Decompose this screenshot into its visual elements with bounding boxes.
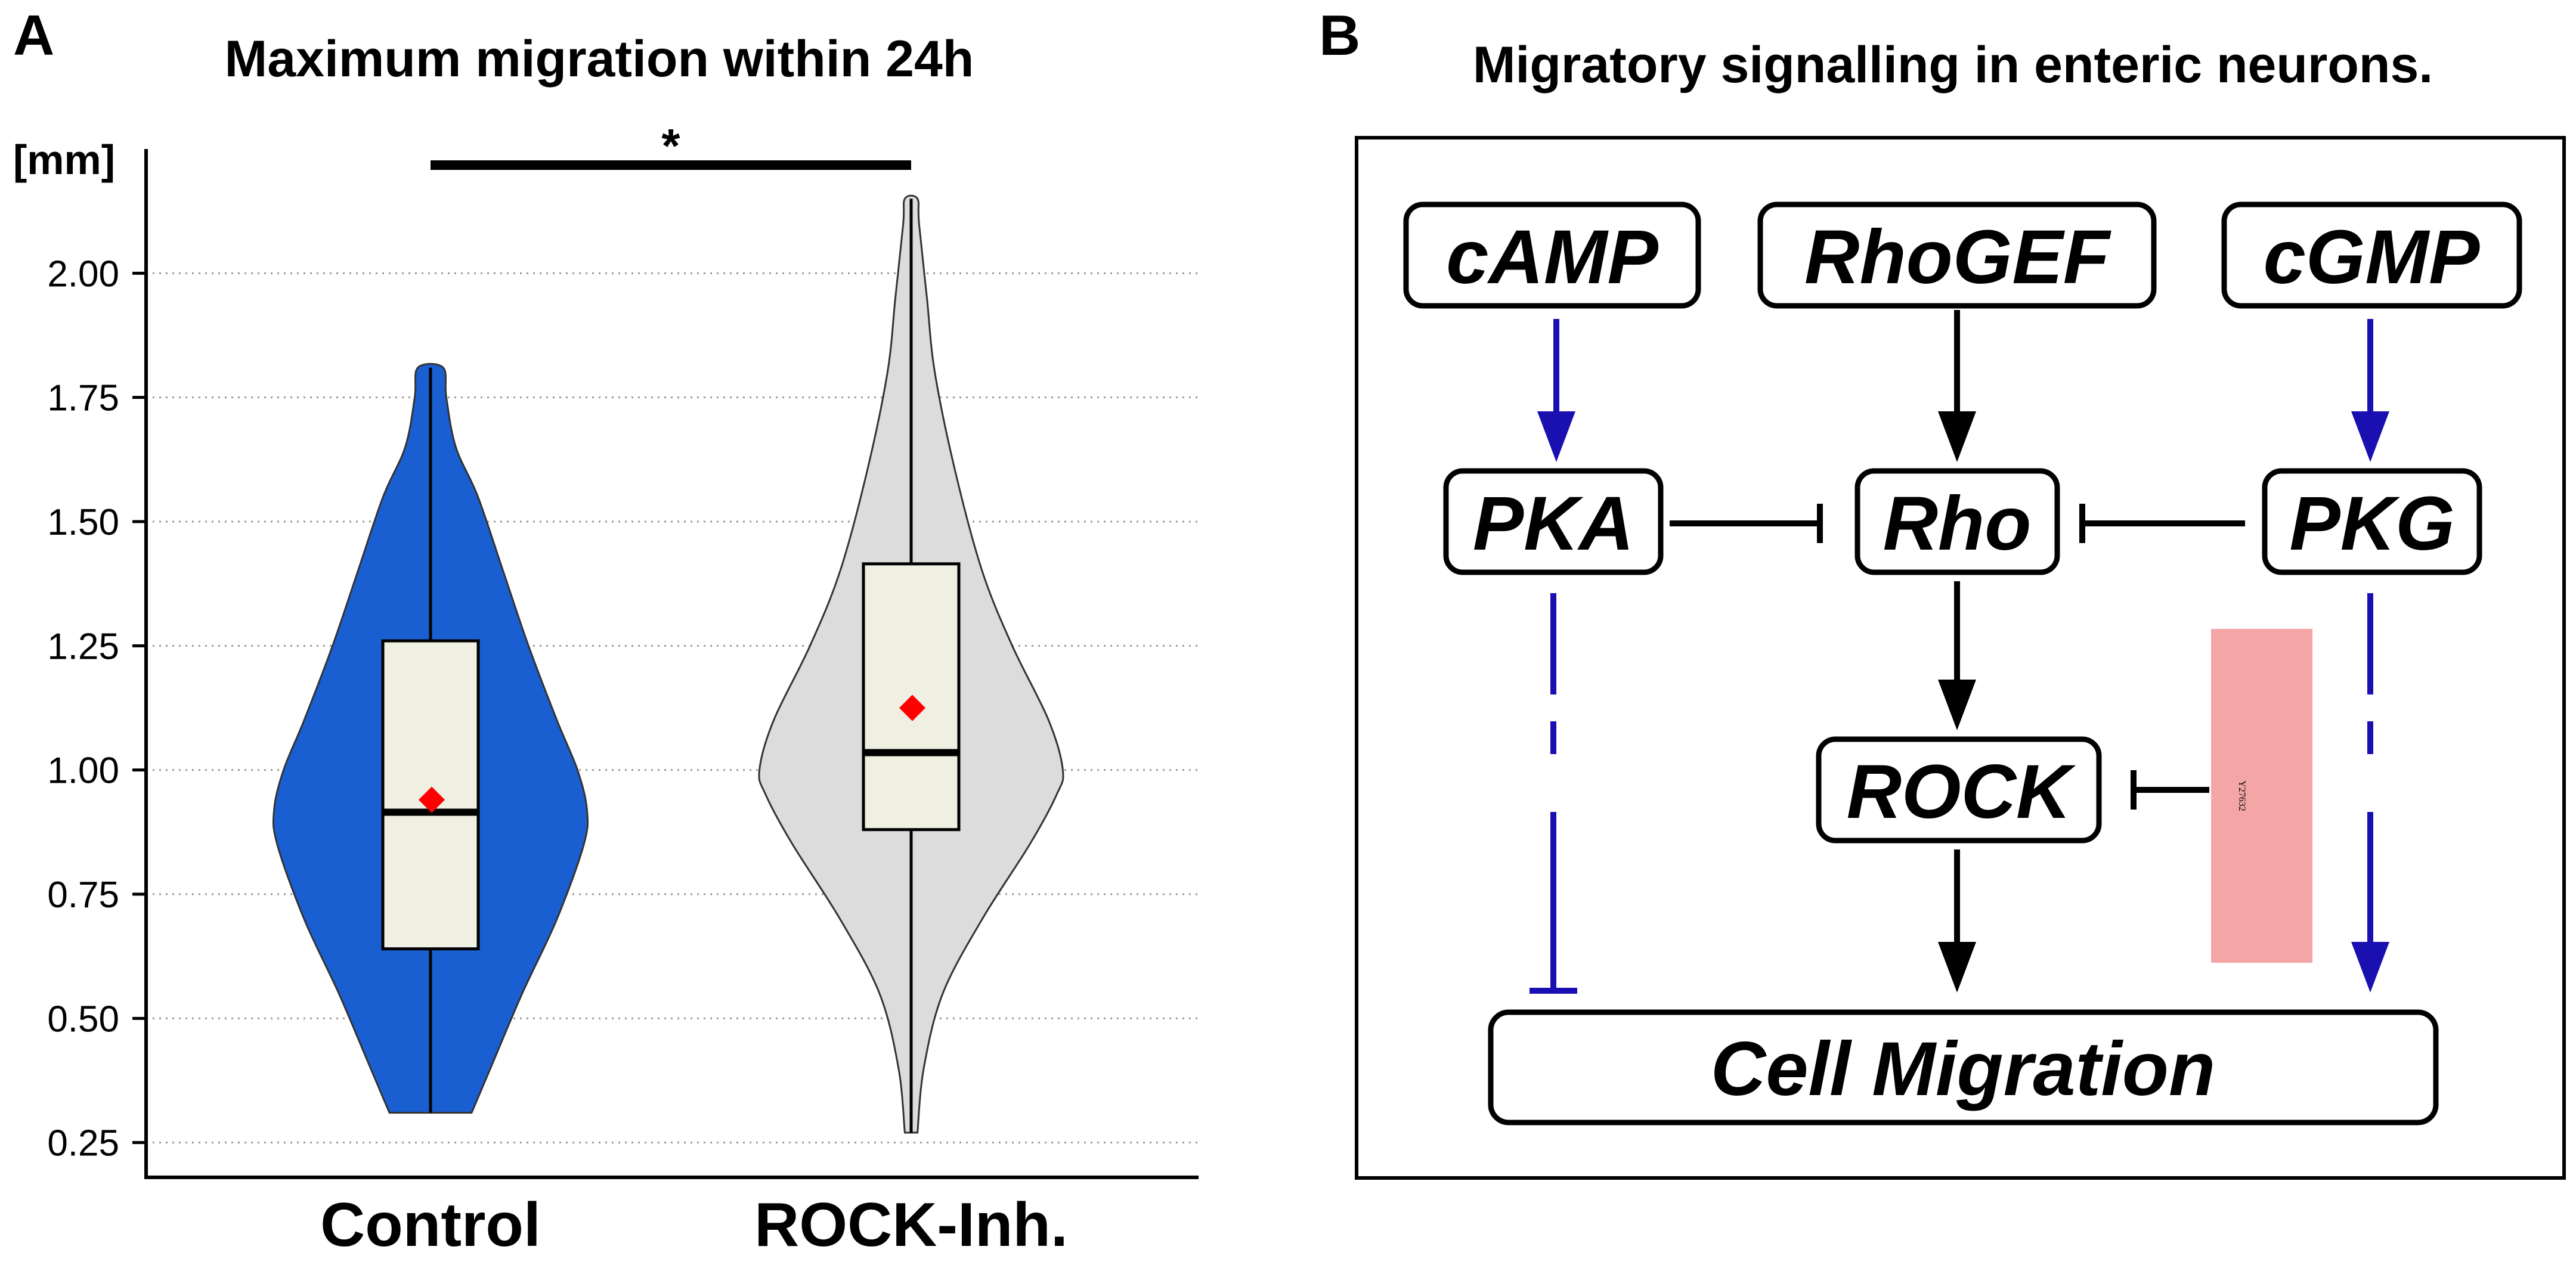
node-pka: PKA bbox=[1443, 468, 1664, 575]
mean-marker-1 bbox=[899, 694, 925, 721]
node-camp: cAMP bbox=[1403, 201, 1701, 309]
gridlines bbox=[146, 272, 1199, 1144]
node-cgmp-label: cGMP bbox=[2264, 215, 2480, 300]
node-rhogef: RhoGEF bbox=[1757, 201, 2157, 309]
arrow-rock-to-migration bbox=[1938, 849, 1976, 993]
panel-a: A Maximum migration within 24h [mm] 0.25… bbox=[13, 4, 1199, 1260]
inhibitor-background bbox=[2211, 629, 2312, 963]
y-tick-label-3: 1.00 bbox=[47, 751, 119, 792]
y-tick-label-1: 0.50 bbox=[47, 999, 119, 1040]
x-category-label-0: Control bbox=[320, 1190, 541, 1260]
panel-a-letter: A bbox=[13, 4, 54, 67]
node-rho-label: Rho bbox=[1883, 481, 2032, 566]
blue-arrow-pkg-to-migration bbox=[2351, 593, 2389, 993]
y-tick-label-6: 1.75 bbox=[47, 378, 119, 419]
panel-b-title: Migratory signalling in enteric neurons. bbox=[1473, 36, 2433, 94]
node-rock: ROCK bbox=[1816, 736, 2102, 844]
mean-marker-0 bbox=[419, 786, 445, 813]
y-axis-label: [mm] bbox=[13, 137, 115, 183]
blue-arrow-camp-to-pka bbox=[1537, 319, 1575, 462]
panel-b: B Migratory signalling in enteric neuron… bbox=[1319, 4, 2566, 1180]
panel-b-letter: B bbox=[1319, 4, 1360, 67]
node-cgmp: cGMP bbox=[2221, 201, 2522, 309]
node-camp-label: cAMP bbox=[1446, 215, 1658, 300]
diagram-frame bbox=[1355, 136, 2566, 1180]
node-rock-label: ROCK bbox=[1847, 749, 2076, 835]
node-pka-label: PKA bbox=[1473, 481, 1634, 566]
node-cell-migration: Cell Migration bbox=[1488, 1009, 2439, 1125]
y-tick-label-7: 2.00 bbox=[47, 253, 119, 294]
blue-inhibit-pka-to-migration bbox=[1530, 593, 1577, 994]
y-ticks: 0.25 0.50 0.75 1.00 1.25 1.50 1.75 2.00 bbox=[47, 253, 146, 1164]
inhibitor-y27632: Y27632 bbox=[2211, 629, 2312, 963]
node-rho: Rho bbox=[1854, 468, 2060, 575]
inhibit-pkg-to-rho bbox=[2079, 504, 2245, 543]
node-rhogef-label: RhoGEF bbox=[1804, 215, 2111, 300]
boxplots bbox=[381, 199, 961, 1133]
x-category-label-1: ROCK-Inh. bbox=[754, 1190, 1068, 1260]
arrow-rho-to-rock bbox=[1938, 581, 1976, 730]
node-pkg: PKG bbox=[2262, 468, 2482, 575]
inhibit-pka-to-rho bbox=[1670, 504, 1823, 543]
blue-arrow-cgmp-to-pkg bbox=[2351, 319, 2389, 462]
inhibitor-label: Y27632 bbox=[2237, 780, 2247, 811]
inhibit-y27632-to-rock bbox=[2131, 770, 2209, 810]
node-cell-migration-label: Cell Migration bbox=[1711, 1027, 2215, 1112]
panel-a-title: Maximum migration within 24h bbox=[225, 30, 974, 88]
significance-star: * bbox=[661, 119, 680, 172]
node-pkg-label: PKG bbox=[2289, 481, 2454, 566]
y-tick-label-4: 1.25 bbox=[47, 626, 119, 667]
arrow-rhogef-to-rho bbox=[1938, 310, 1976, 462]
y-tick-label-2: 0.75 bbox=[47, 875, 119, 916]
y-tick-label-0: 0.25 bbox=[47, 1123, 119, 1164]
y-tick-label-5: 1.50 bbox=[47, 502, 119, 543]
